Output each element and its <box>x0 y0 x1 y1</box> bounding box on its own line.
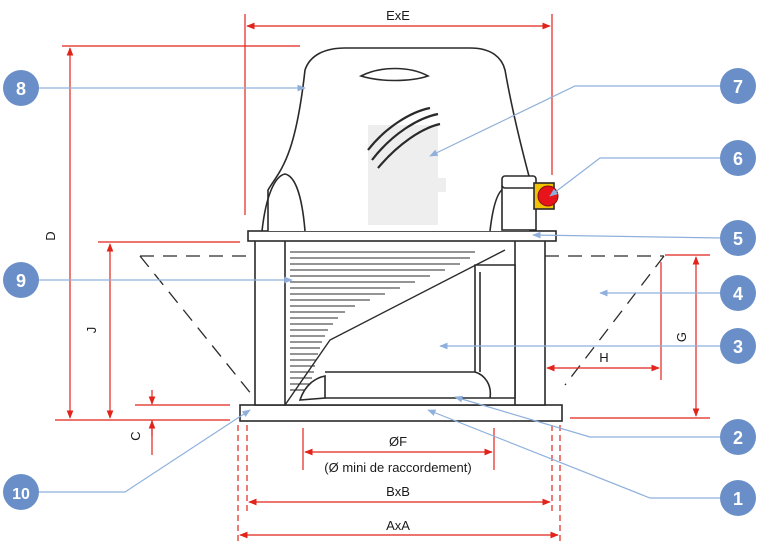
svg-text:2: 2 <box>733 428 743 448</box>
svg-text:9: 9 <box>16 271 26 291</box>
callout-10: 10 <box>3 474 39 510</box>
svg-text:1: 1 <box>733 489 743 509</box>
callout-1: 1 <box>720 480 756 516</box>
svg-text:8: 8 <box>16 79 26 99</box>
roof-dashed-outline <box>139 255 665 396</box>
dim-label-of: ØF <box>389 434 407 449</box>
callout-8: 8 <box>3 70 39 106</box>
dim-label-bxb: BxB <box>386 484 410 499</box>
dim-label-c: C <box>128 431 143 440</box>
motor-body <box>368 125 438 225</box>
svg-text:4: 4 <box>733 284 743 304</box>
dim-label-d: D <box>43 231 58 240</box>
callout-9: 9 <box>3 262 39 298</box>
dim-label-g: G <box>674 332 689 342</box>
motor-plate <box>247 230 557 242</box>
base-plate <box>239 404 563 422</box>
svg-text:7: 7 <box>733 77 743 97</box>
callout-3: 3 <box>720 328 756 364</box>
grille <box>290 251 475 391</box>
dimension-lines <box>55 14 710 542</box>
svg-text:6: 6 <box>733 149 743 169</box>
fan-unit <box>139 47 665 422</box>
impeller-drum <box>325 264 516 399</box>
callouts: 1 2 3 4 5 6 7 8 <box>3 68 756 516</box>
hood-handle <box>358 67 430 82</box>
callout-7: 7 <box>720 68 756 104</box>
airflow-swoosh <box>367 106 441 169</box>
svg-text:3: 3 <box>733 337 743 357</box>
callout-2: 2 <box>720 419 756 455</box>
svg-text:5: 5 <box>733 229 743 249</box>
dim-label-axa: AxA <box>386 518 410 533</box>
callout-5: 5 <box>720 220 756 256</box>
dim-label-h: H <box>599 350 608 365</box>
isolator-switch <box>501 175 559 231</box>
leader-lines <box>38 84 723 499</box>
cutaway-edge <box>284 249 506 406</box>
dim-label-of-note: (Ø mini de raccordement) <box>324 460 471 475</box>
dim-label-j: J <box>84 327 99 334</box>
dim-label-exe: ExE <box>386 8 410 23</box>
callout-6: 6 <box>720 140 756 176</box>
callout-4: 4 <box>720 275 756 311</box>
svg-text:10: 10 <box>12 486 30 503</box>
